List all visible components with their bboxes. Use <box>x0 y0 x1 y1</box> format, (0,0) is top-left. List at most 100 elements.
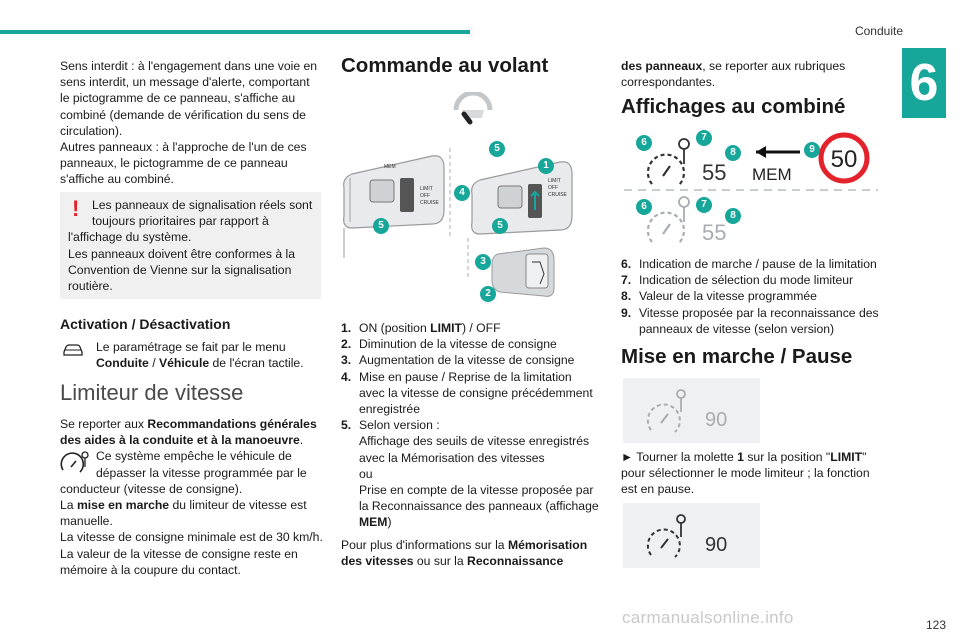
callout-badge: 3 <box>475 254 491 270</box>
notice-line: Les panneaux doivent être conformes à la <box>68 246 295 261</box>
notice-line: l'affichage du système. <box>68 230 192 245</box>
intro-line: Autres panneaux : à l'approche de l'un d… <box>60 140 307 155</box>
list-number: 7. <box>621 273 632 288</box>
display-list: 6.Indication de marche / pause de la lim… <box>621 256 883 337</box>
list-text: panneaux de vitesse (selon version) <box>639 321 835 336</box>
system-line: conducteur (vitesse de consigne). <box>60 481 243 496</box>
turn-bold: 1 <box>737 450 744 464</box>
menu-vehicule: Véhicule <box>158 356 210 371</box>
column-1: Sens interdit : à l'engagement dans une … <box>60 58 322 188</box>
mm-text: La <box>60 498 77 513</box>
intro-line: Sens interdit : à l'engagement dans une … <box>60 59 318 73</box>
activation-heading: Activation / Désactivation <box>60 316 231 332</box>
chapter-tab: 6 <box>902 48 946 118</box>
cont-text: correspondantes. <box>621 75 716 90</box>
separator: / <box>148 356 159 371</box>
activation-end: de l'écran tactile. <box>209 356 304 371</box>
system-line: dépasser la vitesse programmée par le <box>96 465 307 480</box>
turn-text: " <box>862 450 867 464</box>
ref-end: . <box>299 433 304 448</box>
list-text: Selon version : <box>359 418 440 433</box>
cruise-label: CRUISE <box>548 192 568 198</box>
dashboard-display-diagram: 55 MEM 50 55 <box>624 132 878 245</box>
limit-label: LIMIT <box>420 186 433 192</box>
list-item: 9.Vitesse proposée par la reconnaissance… <box>621 305 883 337</box>
intro-line: combiné (demande de vérification du sens… <box>60 107 306 122</box>
limiter-heading: Limiteur de vitesse <box>60 380 244 405</box>
callout-badge: 6 <box>636 135 652 151</box>
list-number: 2. <box>341 337 352 352</box>
watermark: carmanualsonline.info <box>622 608 794 627</box>
intro-text: Sens interdit : à l'engagement dans une … <box>60 58 322 188</box>
turn-text: est en pause. <box>621 482 695 497</box>
callout-badge: 5 <box>489 141 505 157</box>
notice-line: toujours prioritaires par rapport à <box>92 214 269 229</box>
callout-badge: 9 <box>804 142 820 158</box>
paused-gauge-illustration: 90 <box>623 378 760 443</box>
turn-text: sur la position " <box>743 450 831 464</box>
list-number: 3. <box>341 353 352 368</box>
list-text: ) / OFF <box>461 321 501 335</box>
list-text: Mise en pause / Reprise de la limitation <box>359 369 572 384</box>
list-number: 1. <box>341 321 352 335</box>
paused-speed: 55 <box>702 220 726 245</box>
list-number: 4. <box>341 369 352 384</box>
callout-badge: 5 <box>373 218 389 234</box>
mm-text: manuelle. <box>60 514 113 529</box>
speed-sign-value: 50 <box>831 146 858 173</box>
speed-limiter-icon: 90 <box>646 389 727 433</box>
list-text: Vitesse proposée par la reconnaissance d… <box>639 305 879 320</box>
left-stalk: LIMIT OFF CRUISE MEM <box>343 155 445 258</box>
ref-text: Se reporter aux <box>60 417 148 431</box>
list-text: Prise en compte de la vitesse proposée p… <box>359 483 594 498</box>
list-text: ) <box>387 515 392 530</box>
car-settings-icon <box>63 344 83 356</box>
steering-control-heading: Commande au volant <box>341 54 549 77</box>
paused-limiter-display: 55 <box>646 196 726 245</box>
programmed-speed: 55 <box>702 160 726 185</box>
list-item: 1. ON (position LIMIT) / OFF <box>341 320 606 336</box>
gauge-speed: 90 <box>705 534 727 556</box>
warning-icon: ! <box>72 196 80 221</box>
list-number: 8. <box>621 289 632 304</box>
speed-limiter-icon: 90 <box>646 514 727 558</box>
turn-instruction: ► Tourner la molette 1 sur la position "… <box>621 449 886 498</box>
stalk-diagram: LIMIT OFF CRUISE MEM LIMIT OFF CRUISE <box>343 148 573 297</box>
active-limiter-display: 55 MEM 50 <box>646 132 870 187</box>
turn-bold: LIMIT <box>830 450 863 464</box>
notice-line: Convention de Vienne sur la signalisatio… <box>68 262 292 277</box>
ref-bold: Recommandations générales <box>147 417 317 431</box>
list-text: Diminution de la vitesse de consigne <box>359 337 557 352</box>
turn-text: ► Tourner la molette <box>621 450 738 464</box>
thumbwheel <box>491 247 555 297</box>
list-text: Indication de sélection du mode limiteur <box>639 273 854 288</box>
page-number: 123 <box>925 618 946 632</box>
intro-line: panneaux, le pictogramme de ce panneau <box>60 156 288 171</box>
menu-conduite: Conduite <box>96 356 149 371</box>
list-item: 8. Valeur de la vitesse programmée <box>621 288 883 304</box>
list-text: enregistrée <box>359 402 420 417</box>
list-item: 2. Diminution de la vitesse de consigne <box>341 336 606 352</box>
more-text: ou sur la <box>413 554 468 569</box>
list-text: ou <box>359 466 373 481</box>
intro-line: sens interdit, un message d'alerte, comp… <box>60 75 310 90</box>
more-bold: Mémorisation <box>507 538 588 552</box>
callout-badge: 7 <box>696 197 712 213</box>
continuation-text: des panneaux, se reporter aux rubriques … <box>621 58 883 90</box>
right-stalk: LIMIT OFF CRUISE <box>471 161 573 235</box>
list-text: Valeur de la vitesse programmée <box>639 289 817 304</box>
off-label: OFF <box>420 193 430 199</box>
intro-line: circulation). <box>60 123 123 138</box>
more-info-text: Pour plus d'informations sur la Mémorisa… <box>341 537 606 569</box>
callout-badge: 5 <box>492 218 508 234</box>
memory-text: La valeur de la vitesse de consigne rest… <box>60 546 298 561</box>
list-text: Affichage des seuils de vitesse enregist… <box>359 434 590 449</box>
active-gauge-illustration: 90 <box>623 503 760 568</box>
list-text: Indication de marche / pause de la limit… <box>639 257 877 271</box>
intro-line: s'affiche au combiné. <box>60 172 174 187</box>
mem-label: MEM <box>384 164 396 170</box>
list-item: 3. Augmentation de la vitesse de consign… <box>341 352 606 368</box>
list-text: ON (position <box>359 321 431 335</box>
system-line: Ce système empêche le véhicule de <box>96 449 292 464</box>
warning-notice: ! Les panneaux de signalisation réels so… <box>60 192 321 299</box>
